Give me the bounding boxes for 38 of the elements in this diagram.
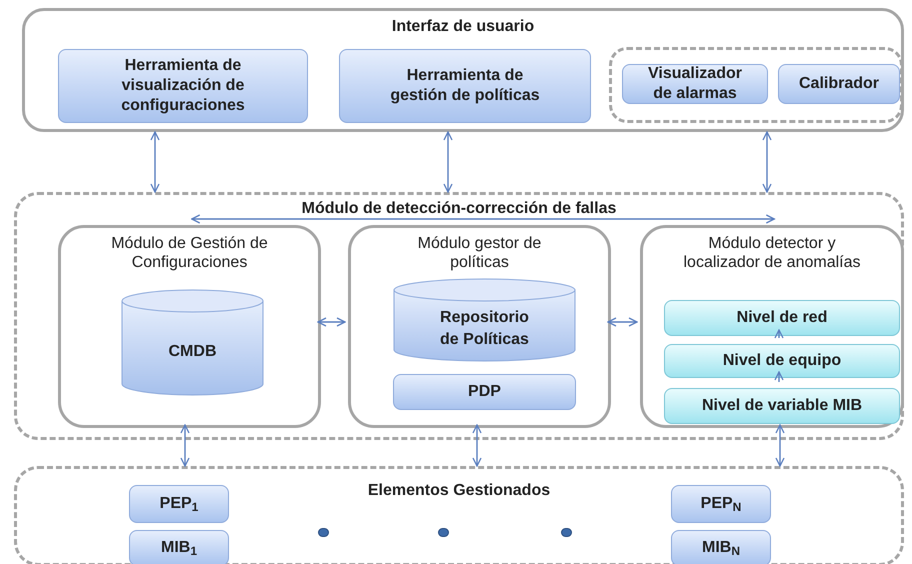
process-box: Visualizador de alarmas [622,64,768,104]
process-box: PEP$_{1}$ [129,485,229,523]
arrow [774,329,784,339]
level-box: Nivel de variable MIB [664,388,900,424]
process-box: PEP$_{N}$ [671,485,771,523]
panel-title: Módulo detector y localizador de anomalías [683,234,861,272]
elements-panel [14,466,904,564]
panel-title: Módulo de detección-corrección de fallas [302,199,616,219]
process-box: Herramienta de gestión de políticas [339,49,591,123]
double-arrow [762,131,772,193]
double-arrow [472,424,482,467]
panel-title: Interfaz de usuario [392,17,534,37]
level-box: Nivel de red [664,300,900,336]
database-cylinder: CMDB [121,289,264,396]
module-panel [14,192,904,440]
double-arrow [443,131,453,193]
panel-title: Módulo de Gestión de Configuraciones [110,234,269,272]
double-arrow [607,317,638,327]
double-arrow [150,131,160,193]
double-arrow [775,424,785,467]
module-box [348,225,611,428]
interface-panel [22,8,904,132]
process-box: Herramienta de visualización de configuraciones [58,49,308,123]
arrow [774,371,784,382]
double-arrow [180,424,190,467]
process-box: PDP [393,374,576,410]
panel-title: Módulo gestor de políticas [416,234,542,272]
module-box [58,225,321,428]
dashed-group [609,47,903,123]
process-box: MIB$_{1}$ [129,530,229,564]
process-box: Calibrador [778,64,900,104]
double-arrow [317,317,346,327]
level-box: Nivel de equipo [664,344,900,378]
process-box: MIB$_{N}$ [671,530,771,564]
database-cylinder: Repositorio de Políticas [393,278,576,362]
panel-title: Elementos Gestionados [368,481,550,501]
module-box [640,225,904,428]
double-arrow [191,214,775,224]
